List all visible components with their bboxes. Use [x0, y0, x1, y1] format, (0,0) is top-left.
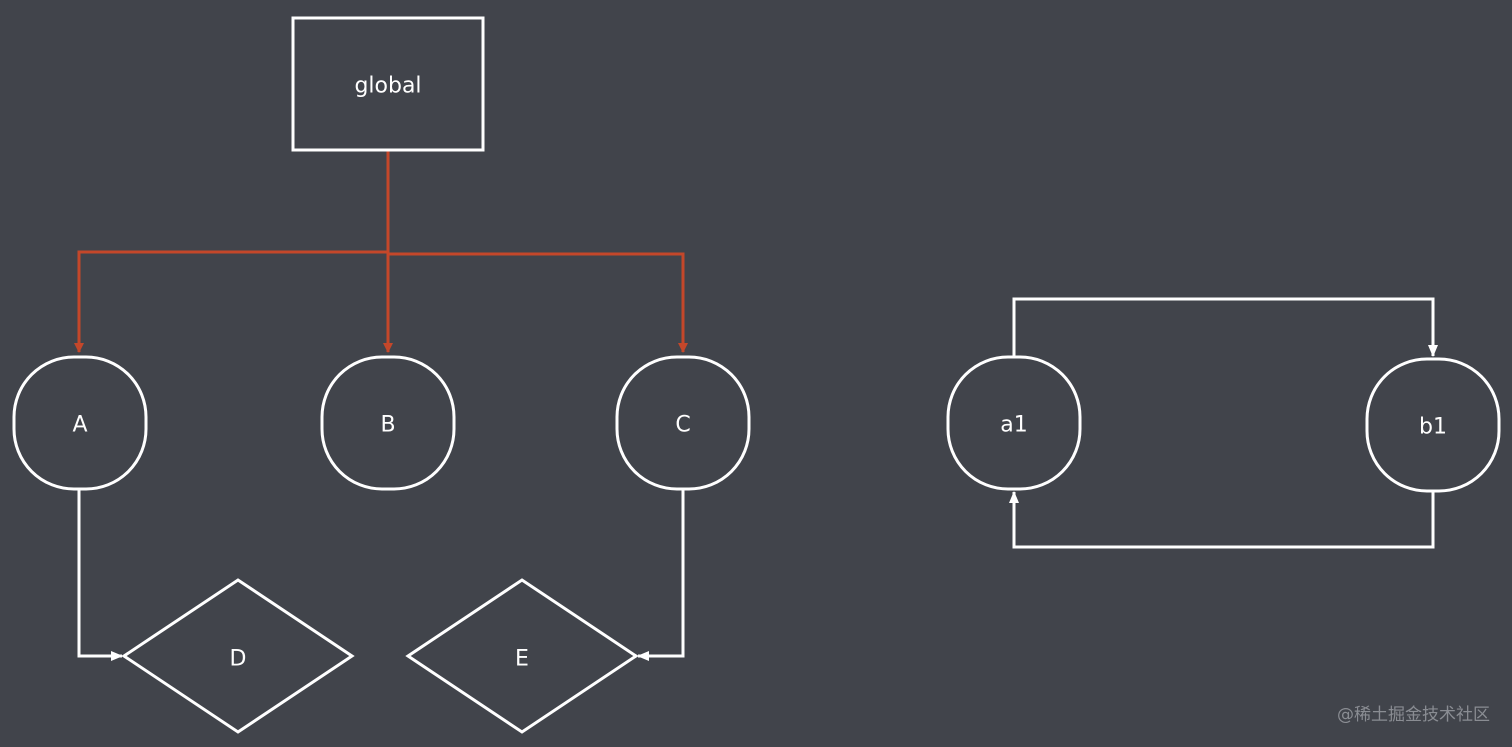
edge-A-D: [77, 490, 123, 661]
node-global-label: global: [354, 74, 421, 99]
node-global: global: [291, 16, 485, 152]
node-A: A: [12, 355, 148, 491]
node-E: E: [405, 578, 639, 734]
node-D-label: D: [230, 647, 247, 672]
node-a1-label: a1: [1000, 413, 1027, 438]
node-B: B: [320, 355, 456, 491]
node-C-label: C: [675, 413, 690, 438]
global-edges: [74, 150, 688, 353]
edge-global-A: [74, 150, 390, 353]
node-C: C: [615, 355, 751, 491]
white-edges: [77, 297, 1438, 661]
node-a1: a1: [946, 355, 1082, 491]
edge-b1-a1: [1009, 491, 1435, 549]
node-A-label: A: [72, 413, 87, 438]
node-b1: b1: [1365, 357, 1501, 493]
node-b1-label: b1: [1419, 415, 1447, 440]
edge-a1-b1: [1012, 297, 1438, 357]
edge-C-E: [637, 490, 685, 661]
watermark: @稀土掘金技术社区: [1337, 705, 1490, 725]
node-E-label: E: [515, 647, 529, 672]
node-B-label: B: [380, 413, 395, 438]
node-D: D: [121, 578, 355, 734]
edge-global-C: [388, 252, 688, 353]
